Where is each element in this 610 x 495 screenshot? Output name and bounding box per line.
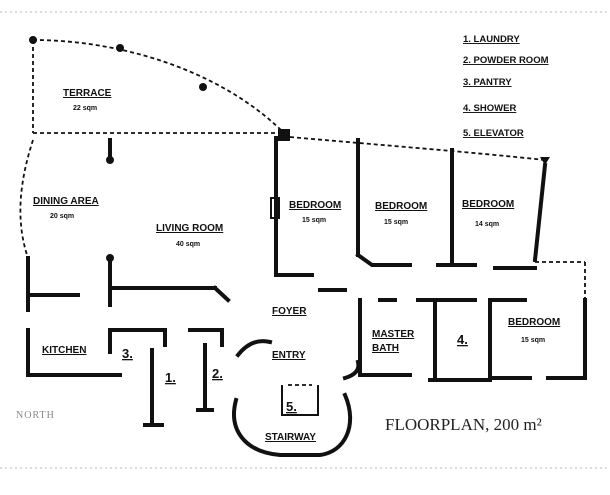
legend-item: 1. LAUNDRY	[463, 34, 520, 45]
bedroom-4-area: 15 sqm	[521, 337, 545, 344]
wall	[235, 339, 273, 358]
dining-area: 20 sqm	[50, 213, 74, 220]
laundry-marker: 1.	[165, 370, 176, 385]
bedroom-4-label: BEDROOM	[508, 317, 560, 328]
master-bath-label-line2: BATH	[372, 343, 399, 354]
master-bath-label-line1: MASTER	[372, 329, 415, 340]
elevator-shaft	[281, 385, 319, 416]
bedroom-2-label: BEDROOM	[375, 201, 427, 212]
north-label: NORTH	[16, 410, 55, 421]
living-label: LIVING ROOM	[156, 223, 223, 234]
terrace-area: 22 sqm	[73, 105, 97, 112]
powder-room-marker: 2.	[212, 366, 223, 381]
column-dot	[116, 44, 124, 52]
legend-item: 2. POWDER ROOM	[463, 55, 549, 66]
wall	[355, 252, 412, 267]
dining-bay-edge	[19, 139, 34, 259]
legend-item: 4. SHOWER	[463, 103, 516, 114]
plan-title: FLOORPLAN, 200 m²	[385, 415, 542, 434]
pantry-marker: 3.	[122, 346, 133, 361]
bedroom-2-area: 15 sqm	[384, 219, 408, 226]
column-dot	[199, 83, 207, 91]
living-area: 40 sqm	[176, 241, 200, 248]
shower-marker: 4.	[457, 332, 468, 347]
foyer-label: FOYER	[272, 306, 307, 317]
bedroom-balcony-edge	[289, 136, 546, 161]
wall	[358, 298, 412, 377]
corner-marker	[540, 157, 550, 165]
window	[270, 197, 280, 219]
terrace-label: TERRACE	[63, 88, 112, 99]
wall	[532, 162, 548, 263]
legend: 1. LAUNDRY 2. POWDER ROOM 3. PANTRY 4. S…	[463, 34, 549, 139]
legend-item: 3. PANTRY	[463, 77, 512, 88]
entry-label: ENTRY	[272, 350, 306, 361]
wall	[342, 359, 361, 381]
column-block	[278, 129, 290, 141]
bedroom-1-area: 15 sqm	[302, 217, 326, 224]
terrace-boundary	[32, 39, 284, 133]
wall	[212, 285, 231, 303]
kitchen-label: KITCHEN	[42, 345, 86, 356]
column-dot	[29, 36, 37, 44]
bedroom-3-label: BEDROOM	[462, 199, 514, 210]
stairway-wall	[232, 392, 353, 457]
bedroom-1-label: BEDROOM	[289, 200, 341, 211]
legend-item: 5. ELEVATOR	[463, 128, 524, 139]
bedroom-3-area: 14 sqm	[475, 221, 499, 228]
elevator-marker: 5.	[286, 399, 297, 414]
stairway-label: STAIRWAY	[265, 432, 316, 443]
dining-label: DINING AREA	[33, 196, 99, 207]
